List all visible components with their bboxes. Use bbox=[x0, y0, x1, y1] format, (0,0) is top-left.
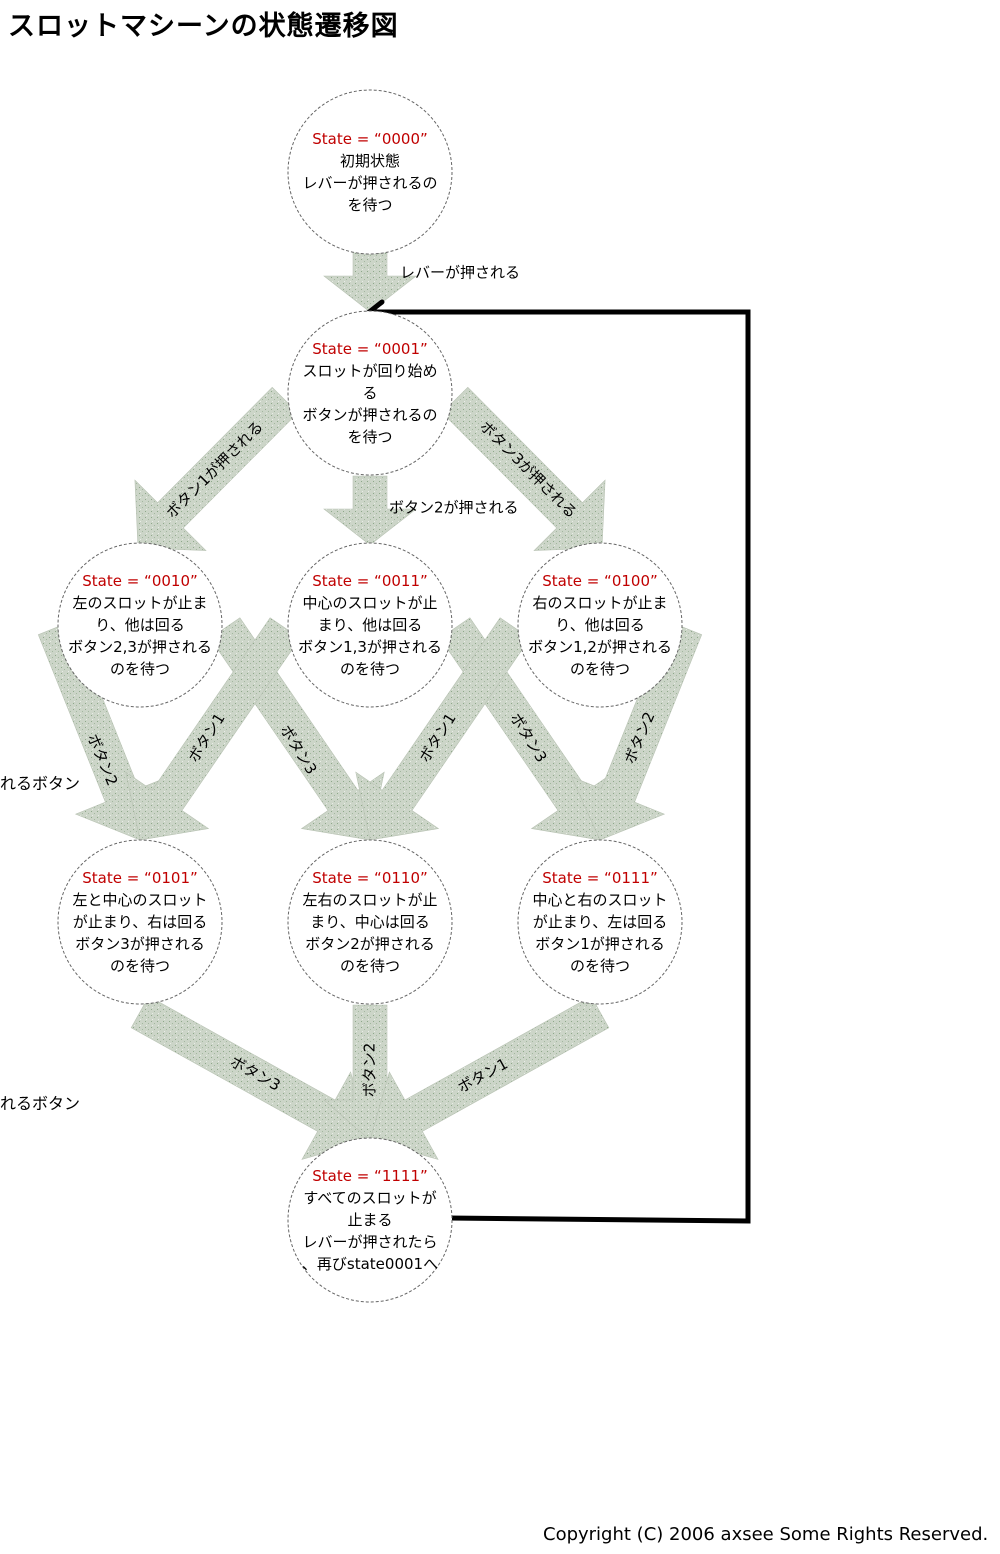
return-loop-arrow bbox=[372, 309, 751, 1224]
state-code: State = “1111” bbox=[312, 1167, 428, 1185]
transition-arrow-2 bbox=[134, 386, 299, 551]
state-description-line: すべてのスロットが bbox=[303, 1189, 436, 1207]
edge-label-0000-to-0001: レバーが押される bbox=[400, 264, 520, 282]
transition-arrow-9 bbox=[355, 617, 531, 841]
state-description-line: まり、中心は回る bbox=[310, 913, 429, 931]
edge-label-0001-to-0011: ボタン2が押される bbox=[389, 499, 519, 517]
state-description-line: る bbox=[362, 384, 377, 402]
state-code: State = “0110” bbox=[312, 869, 428, 887]
state-description-line: が止まり、右は回る bbox=[73, 913, 207, 931]
state-description-line: スロットが回り始め bbox=[302, 362, 437, 380]
state-circle bbox=[287, 89, 453, 255]
state-description-line: レバーが押されたら bbox=[302, 1233, 437, 1251]
state-description-line: のを待つ bbox=[110, 660, 170, 678]
state-description-line: 左のスロットが止ま bbox=[72, 594, 207, 612]
state-circle bbox=[287, 839, 453, 1005]
state-description-line: 右のスロットが止ま bbox=[532, 594, 667, 612]
state-description-line: 初期状態 bbox=[340, 152, 400, 170]
transition-arrow-3 bbox=[323, 475, 417, 546]
edge-label-0001-to-0010: ボタン1が押される bbox=[162, 417, 266, 521]
state-circle bbox=[287, 542, 453, 708]
state-code: State = “0000” bbox=[312, 130, 428, 148]
state-circle bbox=[57, 542, 223, 708]
state-description-line: のを待つ bbox=[570, 660, 630, 678]
state-description-line: まり、他は回る bbox=[318, 616, 422, 634]
state-description-line: ボタン3が押される bbox=[75, 935, 205, 953]
state-description-line: を待つ bbox=[347, 196, 392, 214]
state-circle bbox=[57, 839, 223, 1005]
state-description-line: 中心と右のスロット bbox=[532, 891, 667, 909]
state-description-line: ボタン1,3が押される bbox=[298, 638, 442, 656]
state-description-line: 左と中心のスロット bbox=[72, 891, 207, 909]
state-description-line: ボタン2,3が押される bbox=[68, 638, 212, 656]
transition-arrow-10 bbox=[570, 620, 703, 841]
state-description-line: が止まり、左は回る bbox=[533, 913, 667, 931]
state-node-1111: State = “1111” すべてのスロットが止まるレバーが押されたら、再びst… bbox=[287, 1137, 453, 1303]
state-description-line: のを待つ bbox=[570, 957, 630, 975]
state-circle bbox=[517, 542, 683, 708]
state-circle bbox=[287, 310, 453, 476]
state-description-line: のを待つ bbox=[340, 660, 400, 678]
state-node-0011: State = “0011” 中心のスロットが止まり、他は回るボタン1,3が押され… bbox=[287, 542, 453, 708]
transition-arrows bbox=[37, 245, 703, 1160]
state-description-line: ボタン1,2が押される bbox=[528, 638, 672, 656]
state-description-line: のを待つ bbox=[340, 957, 400, 975]
state-description-line: り、他は回る bbox=[555, 616, 644, 634]
state-description-line: ボタンが押されるの bbox=[302, 406, 437, 424]
state-description-line: ボタン2が押される bbox=[305, 935, 435, 953]
state-code: State = “0001” bbox=[312, 340, 428, 358]
state-description-line: のを待つ bbox=[110, 957, 170, 975]
state-code: State = “0101” bbox=[82, 869, 198, 887]
state-description-line: レバーが押されるの bbox=[302, 174, 437, 192]
copyright-notice: Copyright (C) 2006 axsee Some Rights Res… bbox=[543, 1524, 989, 1545]
transition-arrow-4 bbox=[441, 386, 606, 551]
state-circle bbox=[517, 839, 683, 1005]
state-code: State = “0010” bbox=[82, 572, 198, 590]
state-code: State = “0111” bbox=[542, 869, 658, 887]
state-node-0111: State = “0111” 中心と右のスロットが止まり、左は回るボタン1が押され… bbox=[517, 839, 683, 1005]
transition-arrow-7 bbox=[125, 617, 301, 841]
side-label-1: れるボタン bbox=[0, 774, 80, 793]
state-node-0110: State = “0110” 左右のスロットが止まり、中心は回るボタン2が押される… bbox=[287, 839, 453, 1005]
state-description-line: を待つ bbox=[347, 428, 392, 446]
state-code: State = “0100” bbox=[542, 572, 658, 590]
state-node-0100: State = “0100” 右のスロットが止まり、他は回るボタン1,2が押される… bbox=[517, 542, 683, 708]
state-node-0101: State = “0101” 左と中心のスロットが止まり、右は回るボタン3が押され… bbox=[57, 839, 223, 1005]
edge-label-0110-to-1111: ボタン2 bbox=[361, 1043, 379, 1098]
state-description-line: り、他は回る bbox=[95, 616, 184, 634]
state-node-0010: State = “0010” 左のスロットが止まり、他は回るボタン2,3が押される… bbox=[57, 542, 223, 708]
state-code: State = “0011” bbox=[312, 572, 428, 590]
side-label-2: れるボタン bbox=[0, 1094, 80, 1113]
state-description-line: 左右のスロットが止 bbox=[302, 891, 437, 909]
page-title: スロットマシーンの状態遷移図 bbox=[8, 11, 399, 42]
state-description-line: 中心のスロットが止 bbox=[302, 594, 437, 612]
state-description-line: 止まる bbox=[347, 1211, 392, 1229]
state-description-line: ボタン1が押される bbox=[535, 935, 665, 953]
state-description-line: 、再びstate0001へ bbox=[302, 1255, 438, 1273]
state-circle bbox=[287, 1137, 453, 1303]
